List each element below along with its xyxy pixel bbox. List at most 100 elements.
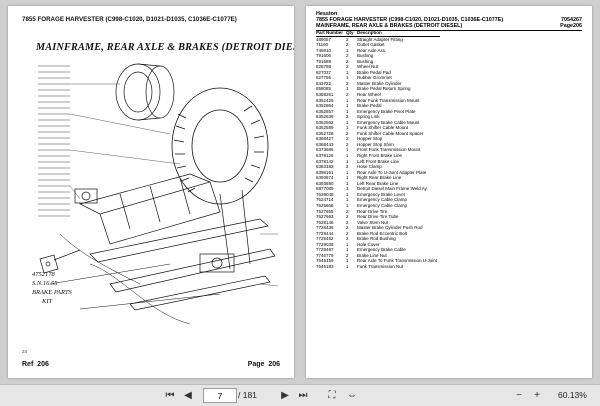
qty-cell: 2 <box>346 230 349 236</box>
part-number-cell: 7746779 <box>316 252 334 258</box>
part-number-cell: 745810 <box>316 47 332 53</box>
qty-cell: 1 <box>346 186 349 192</box>
part-number-cell: 7627663 <box>316 214 334 220</box>
part-number-cell: 843722 <box>316 80 332 86</box>
description-cell: Rear Drive Tire Tube <box>357 214 399 220</box>
page-total: / 181 <box>238 390 257 400</box>
part-number-cell: 489057 <box>316 36 332 42</box>
rear-tire <box>171 87 269 205</box>
qty-cell: 1 <box>346 202 349 208</box>
diagram-title: MAINFRAME, REAR AXLE & BRAKES (DETROIT D… <box>36 42 294 53</box>
part-number-cell: 858085 <box>316 86 332 92</box>
description-cell: Wheel Nut <box>357 64 379 70</box>
part-number-cell: 6368443 <box>316 141 334 147</box>
zoom-out-icon[interactable]: − <box>516 389 522 401</box>
qty-cell: 1 <box>346 108 349 114</box>
fit-page-icon[interactable]: ⇔ <box>347 389 357 401</box>
qty-cell: 1 <box>346 263 349 269</box>
part-number-cell: 6373686 <box>316 147 334 153</box>
description-cell: Straight Adapter Fitting <box>357 36 403 42</box>
part-number-cell: 827037 <box>316 69 332 75</box>
section-line: MAINFRAME, REAR AXLE & BRAKES (DETROIT D… <box>316 23 463 29</box>
part-number-cell: 6352657 <box>316 108 334 114</box>
part-number-cell: 6352429 <box>316 97 334 103</box>
description-cell: Outlet Gasket <box>357 42 385 48</box>
part-number-cell: 827756 <box>316 75 332 81</box>
qty-cell: 1 <box>346 47 349 53</box>
part-number-cell: 7728436 <box>316 225 334 231</box>
qty-cell: 2 <box>346 236 349 242</box>
part-number-cell: 6352562 <box>316 119 334 125</box>
footnote: 24 <box>22 349 28 354</box>
model-line: 7855 FORAGE HARVESTER (C998-C1020, D1021… <box>316 17 504 23</box>
description-cell: Funk Shifter Cable Mount Spacer <box>357 130 424 136</box>
brand-name: Hesston <box>316 11 338 17</box>
part-number-cell: 6877089 <box>316 186 334 192</box>
description-cell: Bushing <box>357 53 374 59</box>
page-ref: Page206 <box>560 23 582 29</box>
qty-cell: 1 <box>346 147 349 153</box>
qty-cell: 2 <box>346 136 349 142</box>
description-cell: Front Funk Transmission Mount <box>357 147 421 153</box>
part-number-cell: 7625668 <box>316 202 334 208</box>
qty-cell: 1 <box>346 197 349 203</box>
qty-cell: 1 <box>346 119 349 125</box>
part-number-cell: 7645159 <box>316 258 334 264</box>
qty-cell: 2 <box>346 214 349 220</box>
description-cell: Master Brake Cylinder Push Rod <box>357 225 423 231</box>
description-cell: Rear Axle To U-Joint Adapter Plate <box>357 169 427 175</box>
description-cell: Rear Wheel <box>357 92 381 98</box>
part-number-cell: 6352589 <box>316 125 334 131</box>
handwritten-note: 4752178 <box>32 271 56 278</box>
qty-cell: 2 <box>346 53 349 59</box>
part-number-cell: 7627655 <box>316 208 334 214</box>
last-page-icon[interactable]: ⏭ <box>298 389 308 401</box>
part-number-cell: 6358261 <box>316 92 334 98</box>
qty-cell: 2 <box>346 164 349 170</box>
prev-page-icon[interactable]: ◀ <box>184 389 192 401</box>
description-cell: Spring Link <box>357 114 380 120</box>
qty-cell: 2 <box>346 42 349 48</box>
qty-cell: 2 <box>346 219 349 225</box>
zoom-level[interactable]: 60.13% <box>558 390 587 400</box>
handwritten-note: S.N.16.55 <box>32 280 58 287</box>
qty-cell: 1 <box>346 191 349 197</box>
ref-footer: Ref 206 <box>22 361 49 368</box>
fullscreen-icon[interactable]: ⛶ <box>328 389 336 401</box>
qty-cell: 1 <box>346 69 349 75</box>
description-cell: Funk Shifter Cable Mount <box>357 125 409 131</box>
qty-cell: 1 <box>346 175 349 181</box>
description-cell: Detroit Diesel Main Frame Weld Ay. <box>357 186 428 192</box>
zoom-in-icon[interactable]: + <box>534 389 540 401</box>
qty-cell: 2 <box>346 58 349 64</box>
description-cell: Right Front Brake Line <box>357 153 403 159</box>
page-number-input[interactable]: 7 <box>203 388 237 403</box>
part-number-cell: 7624714 <box>316 197 334 203</box>
description-cell: Emergency Brake Pivot Plate <box>357 108 416 114</box>
first-page-icon[interactable]: ⏮ <box>165 389 175 401</box>
next-page-icon[interactable]: ▶ <box>281 389 289 401</box>
table-row: 745810 1 Rear Axle Ass. <box>316 48 440 54</box>
description-cell: Brake Rod Bushing <box>357 236 396 242</box>
qty-cell: 2 <box>346 208 349 214</box>
description-cell: Rear Axle Ass. <box>357 47 387 53</box>
part-number-cell: 7628146 <box>316 219 334 225</box>
table-row: 7627663 2 Rear Drive Tire Tube <box>316 214 440 220</box>
qty-cell: 1 <box>346 125 349 131</box>
